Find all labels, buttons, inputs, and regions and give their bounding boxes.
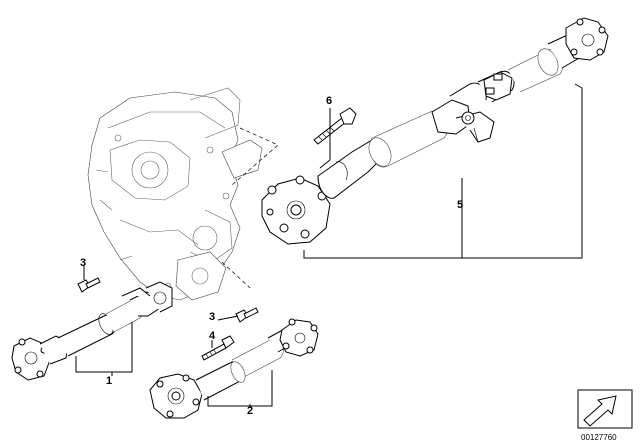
- callout-3-lower: 3: [209, 311, 215, 323]
- callout-6: 6: [326, 95, 332, 107]
- bracket-2: [207, 370, 273, 407]
- callout-3-upper: 3: [80, 257, 86, 269]
- callout-5: 5: [457, 199, 463, 211]
- front-flange-1: [11, 337, 51, 381]
- document-number: 00127760: [581, 433, 617, 442]
- bolt-3-lower: [235, 307, 259, 323]
- leader-case-to-front: [221, 261, 251, 289]
- transfer-case-housing: [87, 87, 263, 301]
- leader-6-tail: [319, 159, 331, 169]
- universal-joint: [483, 71, 513, 101]
- callout-1: 1: [106, 375, 112, 387]
- callout-2: 2: [247, 405, 253, 417]
- front-propeller-shaft-2: [149, 318, 319, 419]
- front-propeller-shaft-1: [11, 281, 173, 381]
- center-support-bearing: [431, 99, 495, 143]
- reference-symbol-box: [577, 389, 633, 429]
- rear-flange: [565, 17, 609, 61]
- bolt-3-upper: [77, 277, 101, 293]
- bracket-1: [75, 322, 133, 373]
- rear-propeller-shaft: [261, 17, 609, 245]
- bolt-4: [201, 335, 235, 361]
- flex-disc-2: [149, 373, 203, 419]
- bracket-5: [303, 83, 583, 259]
- leader-3-lower: [217, 315, 239, 321]
- callout-4: 4: [209, 330, 216, 342]
- bolt-6: [313, 107, 357, 145]
- rear-flange-2: [279, 318, 319, 357]
